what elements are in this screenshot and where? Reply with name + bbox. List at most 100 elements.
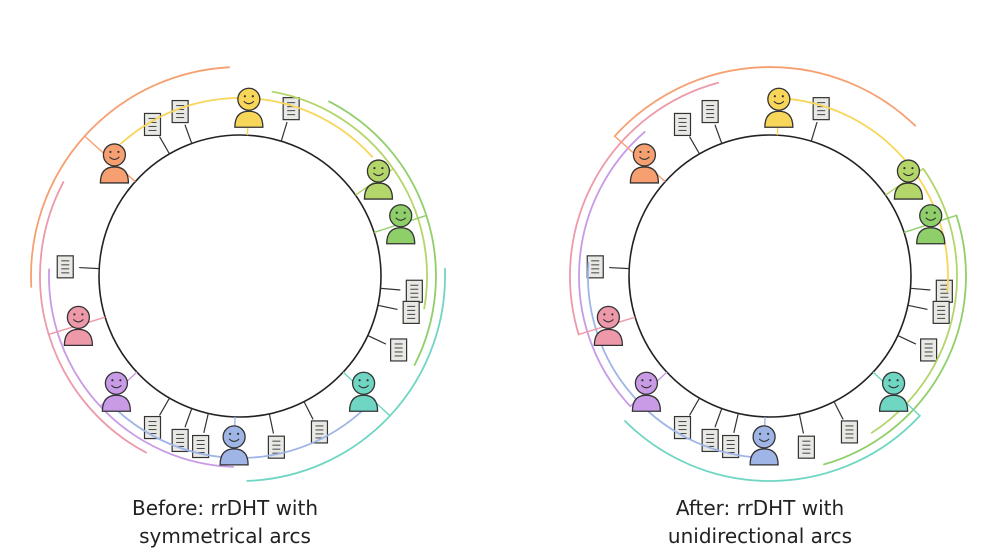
document-connector	[280, 121, 288, 142]
person-eye	[111, 379, 114, 382]
document-sheet	[812, 97, 830, 121]
person-body	[234, 110, 264, 128]
person-eye	[366, 379, 369, 382]
orange-node-arc	[613, 66, 917, 138]
document-icon	[171, 99, 189, 124]
caption-after-line1: After: rrDHT with	[675, 496, 845, 520]
person-smile	[888, 384, 899, 389]
person-eye	[251, 95, 254, 98]
blue-node-arc	[587, 262, 765, 459]
document-sheet	[920, 338, 938, 362]
document-icon	[932, 300, 950, 324]
document-connector	[714, 124, 723, 144]
blue-node	[219, 425, 249, 466]
person-eye	[773, 95, 776, 98]
person-smile	[903, 172, 914, 177]
person-body	[219, 448, 249, 466]
document-connector	[184, 124, 193, 144]
document-connector	[907, 304, 928, 311]
person-smile	[639, 156, 650, 160]
document-connector	[184, 408, 193, 428]
document-connector	[798, 413, 805, 434]
document-sheet	[56, 255, 74, 279]
document-sheet	[673, 112, 692, 137]
person-head	[881, 371, 906, 395]
document-connector	[714, 408, 723, 428]
person-eye	[933, 211, 936, 214]
document-sheet	[932, 300, 950, 324]
document-connector	[833, 401, 844, 420]
person-eye	[381, 166, 384, 170]
document-connector	[158, 136, 171, 155]
person-head	[596, 305, 621, 330]
document-icon	[673, 112, 692, 137]
person-smile	[773, 100, 785, 105]
person-eye	[641, 379, 644, 382]
person-eye	[603, 313, 606, 316]
diagram-before	[30, 66, 446, 482]
person-eye	[639, 150, 642, 154]
document-icon	[56, 255, 74, 279]
person-body	[916, 227, 946, 245]
person-head	[237, 87, 261, 111]
document-connector	[688, 136, 701, 155]
person-eye	[896, 379, 899, 382]
person-eye	[81, 313, 84, 316]
hash-ring	[98, 134, 382, 418]
person-head	[389, 204, 413, 228]
yellow-node	[764, 87, 794, 128]
person-head	[919, 204, 943, 228]
caption-before-line1: Before: rrDHT with	[131, 496, 319, 520]
person-eye	[109, 150, 112, 154]
person-body	[629, 166, 660, 184]
hash-ring	[628, 134, 912, 418]
person-body	[764, 110, 794, 128]
document-icon	[920, 338, 938, 362]
document-icon	[840, 420, 859, 444]
person-eye	[649, 379, 652, 382]
document-icon	[402, 300, 420, 324]
document-sheet	[586, 255, 604, 279]
person-eye	[903, 166, 906, 170]
document-icon	[935, 279, 953, 303]
person-smile	[72, 319, 84, 323]
teal-node-arc	[624, 414, 921, 482]
person-head	[752, 425, 776, 449]
person-smile	[641, 384, 652, 389]
document-connector	[733, 413, 739, 434]
document-icon	[812, 97, 830, 121]
person-eye	[229, 432, 232, 435]
orange-node	[629, 143, 660, 184]
green-node-2-arc	[328, 100, 437, 366]
pink-node	[63, 305, 94, 347]
document-sheet	[390, 338, 408, 362]
person-smile	[395, 217, 407, 221]
person-body	[749, 448, 779, 466]
person-eye	[395, 211, 398, 214]
caption-after: After: rrDHT with unidirectional arcs	[590, 494, 930, 550]
person-smile	[228, 438, 240, 442]
person-head	[222, 425, 246, 449]
diagram-after	[569, 66, 967, 482]
document-sheet	[797, 435, 815, 459]
document-connector	[203, 413, 209, 434]
document-connector	[158, 397, 171, 416]
person-smile	[758, 438, 770, 442]
person-head	[66, 305, 91, 330]
person-eye	[767, 432, 770, 435]
person-head	[632, 143, 657, 167]
document-connector	[268, 413, 275, 434]
document-icon	[797, 435, 815, 459]
teal-node	[878, 371, 909, 412]
document-icon	[405, 279, 423, 303]
green-node-2-arc	[823, 214, 967, 466]
document-icon	[586, 255, 604, 279]
person-smile	[373, 172, 384, 177]
person-body	[386, 227, 416, 245]
person-smile	[111, 384, 122, 389]
person-head	[634, 371, 659, 395]
person-eye	[358, 379, 361, 382]
document-connector	[377, 304, 398, 311]
green-node-1	[363, 159, 394, 200]
